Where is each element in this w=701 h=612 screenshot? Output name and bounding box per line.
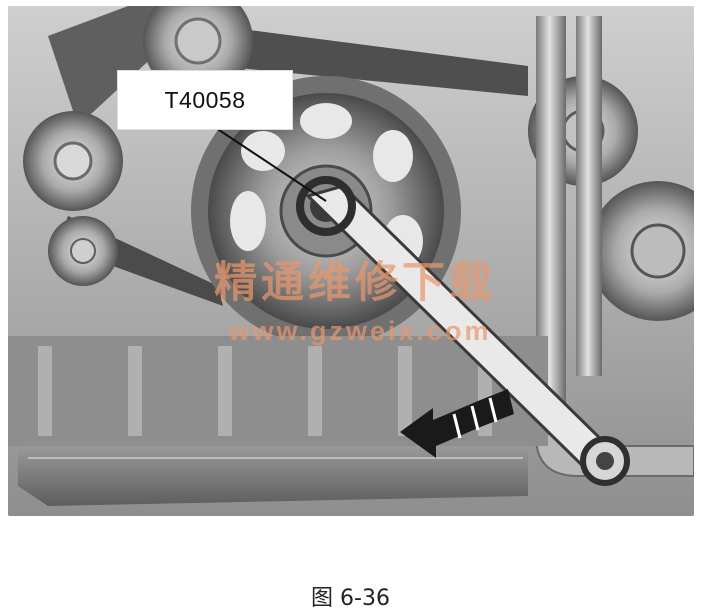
- coolant-pipe: [576, 16, 602, 376]
- block-rib: [308, 346, 322, 436]
- figure-caption: 图 6-36: [311, 586, 390, 611]
- top-pulley-hub: [174, 17, 222, 65]
- oil-pan: [18, 446, 528, 506]
- wrench-tool: [296, 176, 630, 486]
- pulley-window: [241, 131, 285, 171]
- watermark-title: 精通维修下载: [214, 258, 496, 308]
- engine-photo: [8, 6, 694, 516]
- pulley-window: [373, 130, 413, 182]
- idler-pulley-hub: [70, 238, 96, 264]
- tensioner-pulley-hub: [53, 141, 93, 181]
- pulley-window: [230, 191, 266, 251]
- block-rib: [38, 346, 52, 436]
- alternator-hub: [630, 223, 686, 279]
- block-rib: [128, 346, 142, 436]
- upper-belt: [218, 26, 528, 96]
- tool-callout-label: T40058: [117, 70, 293, 130]
- block-rib: [398, 346, 412, 436]
- block-rib: [218, 346, 232, 436]
- rotate-counterclockwise-arrow-icon: [400, 389, 514, 458]
- pulley-window: [300, 103, 352, 139]
- callout-leader-line: [212, 125, 327, 202]
- watermark-url: www.gzweix.com: [228, 316, 492, 346]
